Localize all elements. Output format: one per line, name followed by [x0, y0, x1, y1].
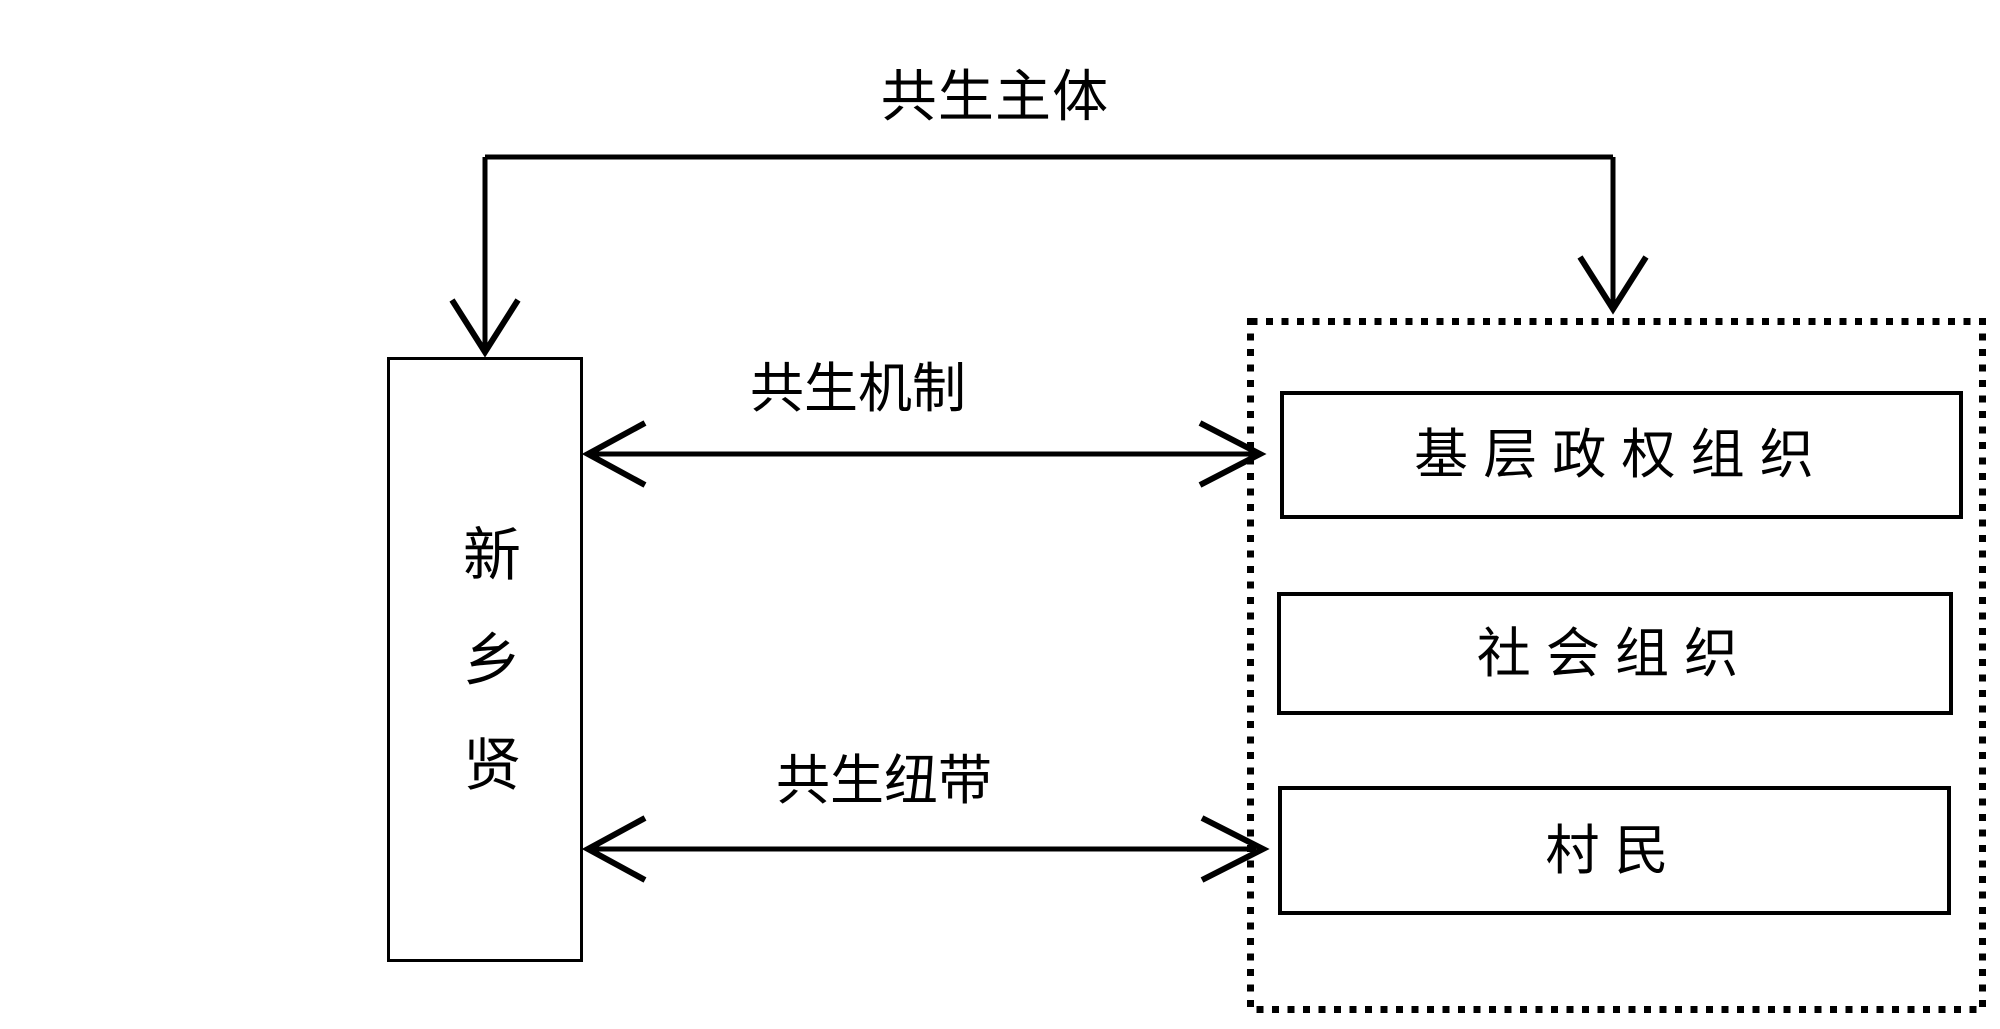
- right-arrowhead-icon: [1200, 815, 1270, 883]
- new-sage-char: 新: [462, 520, 521, 589]
- dotted-container-border: [1247, 318, 1986, 1013]
- villagers-box: 村民: [1278, 786, 1951, 915]
- right-arrowhead-icon: [1198, 420, 1267, 488]
- top-label: 共生主体: [880, 65, 1110, 130]
- bond-label: 共生纽带: [776, 749, 992, 812]
- left-arrowhead-icon: [581, 420, 647, 488]
- grassroots-gov-box: 基层政权组织: [1280, 391, 1963, 519]
- new-sage-char: 乡: [462, 625, 521, 694]
- new-sage-char: 贤: [462, 730, 521, 799]
- down-arrow-left-icon: [449, 298, 521, 358]
- social-org-label: 社会组织: [1476, 621, 1754, 685]
- social-org-box: 社会组织: [1277, 592, 1953, 715]
- mechanism-label: 共生机制: [750, 357, 966, 420]
- mechanism-arrow: [581, 420, 1267, 488]
- down-arrow-right-icon: [1577, 255, 1649, 315]
- bracket-arrow: [449, 154, 1649, 358]
- villagers-label: 村民: [1545, 818, 1684, 882]
- grassroots-gov-label: 基层政权组织: [1414, 423, 1829, 486]
- left-arrowhead-icon: [581, 815, 647, 883]
- new-sage-box: 新 乡 贤: [387, 357, 583, 962]
- bond-arrow: [581, 815, 1270, 883]
